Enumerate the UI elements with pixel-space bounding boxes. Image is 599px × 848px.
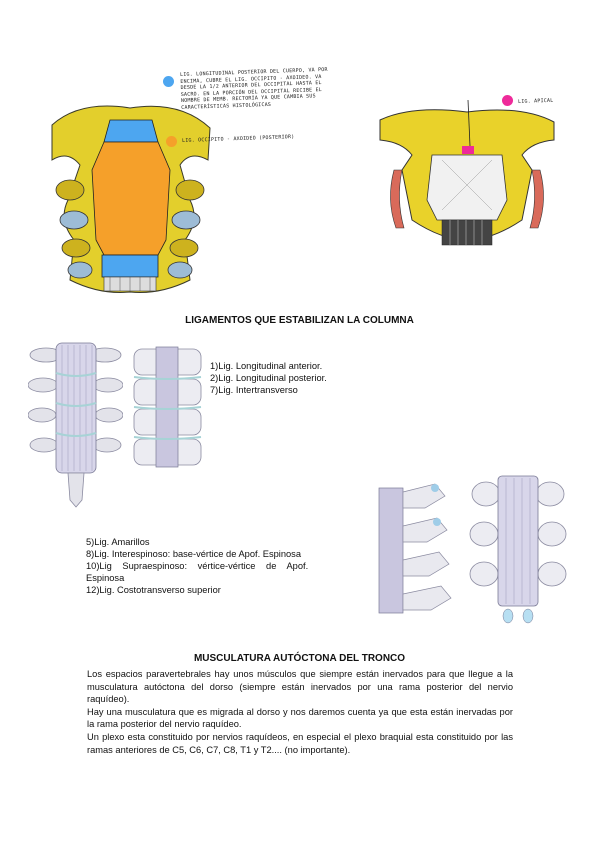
vertebral-column-back-illustration xyxy=(469,475,567,624)
vertebral-column-lateral-illustration xyxy=(378,483,452,614)
figure-occipital-ligaments xyxy=(40,80,220,305)
paragraph: Hay una musculatura que es migrada al do… xyxy=(87,706,513,730)
ligament-list-a: 1)Lig. Longitudinal anterior. 2)Lig. Lon… xyxy=(210,360,327,396)
section-title-musculatura: MUSCULATURA AUTÓCTONA DEL TRONCO xyxy=(193,653,406,664)
figure-anterior-ligament xyxy=(28,335,123,510)
handwritten-note-apical: LIG. APICAL xyxy=(518,97,554,105)
figure-lateral-ligaments xyxy=(375,478,460,623)
figure-posterior-view xyxy=(468,470,568,625)
handwritten-note-longitudinal: LIG. LONGITUDINAL POSTERIOR DEL CUERPO, … xyxy=(180,66,328,111)
vertebral-column-anterior-illustration xyxy=(28,342,123,508)
list-item: 7)Lig. Intertransverso xyxy=(210,385,298,395)
ligament-list-b: 5)Lig. Amarillos 8)Lig. Interespinoso: b… xyxy=(86,536,362,596)
list-item: 5)Lig. Amarillos xyxy=(86,537,150,547)
figure-apical-ligament xyxy=(372,100,562,265)
list-item: 1)Lig. Longitudinal anterior. xyxy=(210,361,323,371)
list-item: 12)Lig. Costotransverso superior xyxy=(86,585,221,595)
occipital-spine-illustration xyxy=(51,105,211,293)
atlas-axis-illustration xyxy=(379,100,555,246)
list-item: 8)Lig. Interespinoso: base-vértice de Ap… xyxy=(86,549,301,559)
legend-dot-blue xyxy=(163,76,174,87)
list-item: Espinosa xyxy=(86,573,125,583)
legend-dot-orange xyxy=(166,136,177,147)
paragraph: Los espacios paravertebrales hay unos mú… xyxy=(87,669,513,705)
paragraph: Un plexo esta constituido por nervios ra… xyxy=(87,731,513,755)
list-item: 2)Lig. Longitudinal posterior. xyxy=(210,373,327,383)
vertebral-column-posterior-illustration xyxy=(133,346,202,468)
legend-dot-pink xyxy=(502,95,513,106)
body-text: Los espacios paravertebrales hay unos mú… xyxy=(87,668,513,756)
list-item: 10)Lig Supraespinoso: vértice-vértice de… xyxy=(86,561,309,571)
section-title-ligamentos: LIGAMENTOS QUE ESTABILIZAN LA COLUMNA xyxy=(185,315,414,326)
figure-posterior-ligament xyxy=(130,345,205,470)
